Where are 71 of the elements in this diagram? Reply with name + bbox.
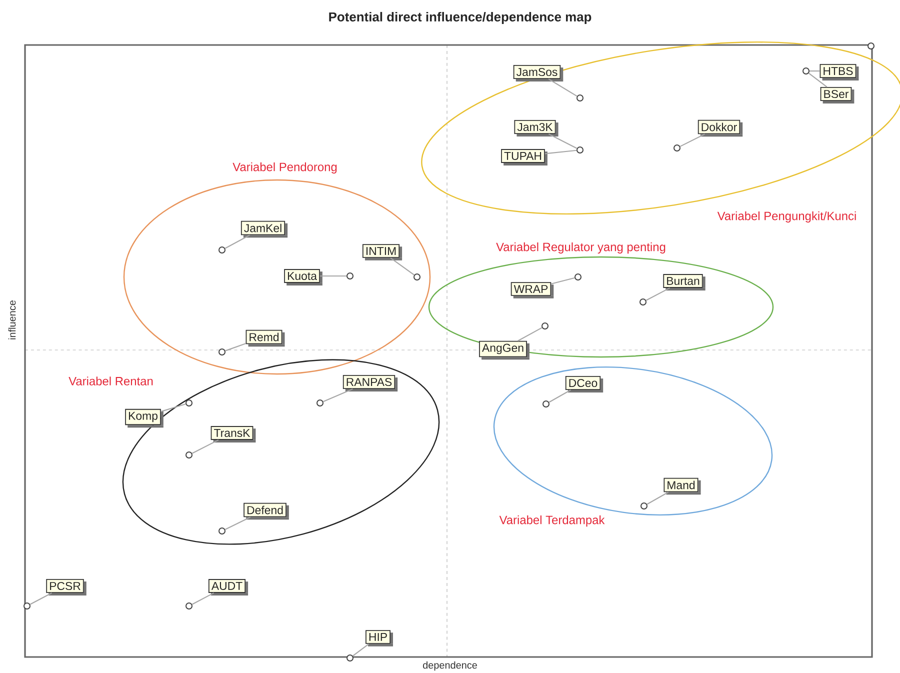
variable-label: WRAP: [510, 282, 554, 298]
variable-label: Burtan: [663, 274, 706, 290]
axis-label: dependence: [423, 661, 477, 671]
leader-line: [224, 234, 250, 249]
variable-label: Kuota: [284, 269, 322, 286]
leader-line: [518, 327, 542, 342]
variable-label: HIP: [366, 630, 393, 646]
data-point: [576, 146, 584, 154]
variable-label: Remd: [246, 330, 285, 347]
variable-label: TUPAH: [501, 149, 548, 166]
axis-label: influence: [8, 300, 16, 340]
leader-line: [192, 439, 219, 454]
data-point: [218, 246, 226, 254]
data-point: [218, 348, 226, 356]
data-point: [316, 400, 324, 406]
leader-line: [808, 72, 828, 88]
data-point: [802, 68, 810, 74]
node-label: Variabel Terdampak: [499, 515, 605, 527]
variable-label: Defend: [244, 502, 289, 520]
data-point: [868, 42, 874, 50]
leader-line: [390, 257, 414, 276]
leader-line: [548, 78, 578, 97]
node-label: Variabel Regulator yang penting: [496, 242, 666, 254]
variable-label: JamKel: [240, 220, 288, 238]
data-point: [414, 274, 420, 280]
leader-line: [548, 390, 571, 403]
leader-line: [680, 134, 705, 147]
leader-line: [225, 342, 246, 352]
variable-label: DCeo: [565, 376, 604, 392]
data-point: [542, 322, 548, 330]
leader-line: [551, 277, 575, 284]
variable-label: HTBS: [820, 64, 859, 80]
variable-label: Jam3K: [514, 120, 558, 136]
leader-line: [810, 70, 820, 72]
data-point: [640, 502, 648, 510]
leader-line: [323, 388, 353, 402]
leader-line: [646, 492, 669, 505]
data-point: [640, 298, 646, 306]
node-label: Variabel Pendorong: [232, 162, 337, 174]
variable-label: INTIM: [362, 244, 402, 260]
leader-line: [192, 592, 214, 605]
data-point: [542, 400, 550, 408]
data-point: [346, 654, 354, 662]
variable-label: PCSR: [46, 578, 86, 596]
leader-line: [544, 150, 577, 154]
chart-title: Potential direct influence/dependence map: [329, 12, 592, 24]
data-point: [218, 528, 226, 534]
data-point: [576, 94, 584, 102]
leader-line: [224, 516, 251, 530]
leader-line: [30, 592, 52, 605]
data-point: [346, 272, 354, 280]
variable-label: Komp: [125, 408, 164, 428]
variable-label: Mand: [664, 478, 701, 495]
variable-label: Dokkor: [698, 120, 743, 137]
variable-label: RANPAS: [342, 375, 398, 392]
variable-label: TransK: [210, 426, 256, 442]
leader-line: [548, 134, 578, 149]
variable-label: JamSos: [513, 65, 564, 82]
leader-line: [352, 643, 370, 656]
variable-label: AUDT: [208, 579, 248, 596]
variable-label: AngGen: [479, 340, 530, 360]
data-point: [574, 274, 582, 280]
leader-line: [320, 275, 346, 277]
data-point: [24, 602, 30, 610]
data-point: [186, 400, 192, 406]
data-point: [674, 144, 680, 152]
variable-label: BSer: [820, 87, 854, 104]
leader-line: [646, 287, 670, 301]
data-point: [186, 452, 192, 458]
leader-line: [160, 403, 186, 412]
data-point: [186, 602, 192, 610]
